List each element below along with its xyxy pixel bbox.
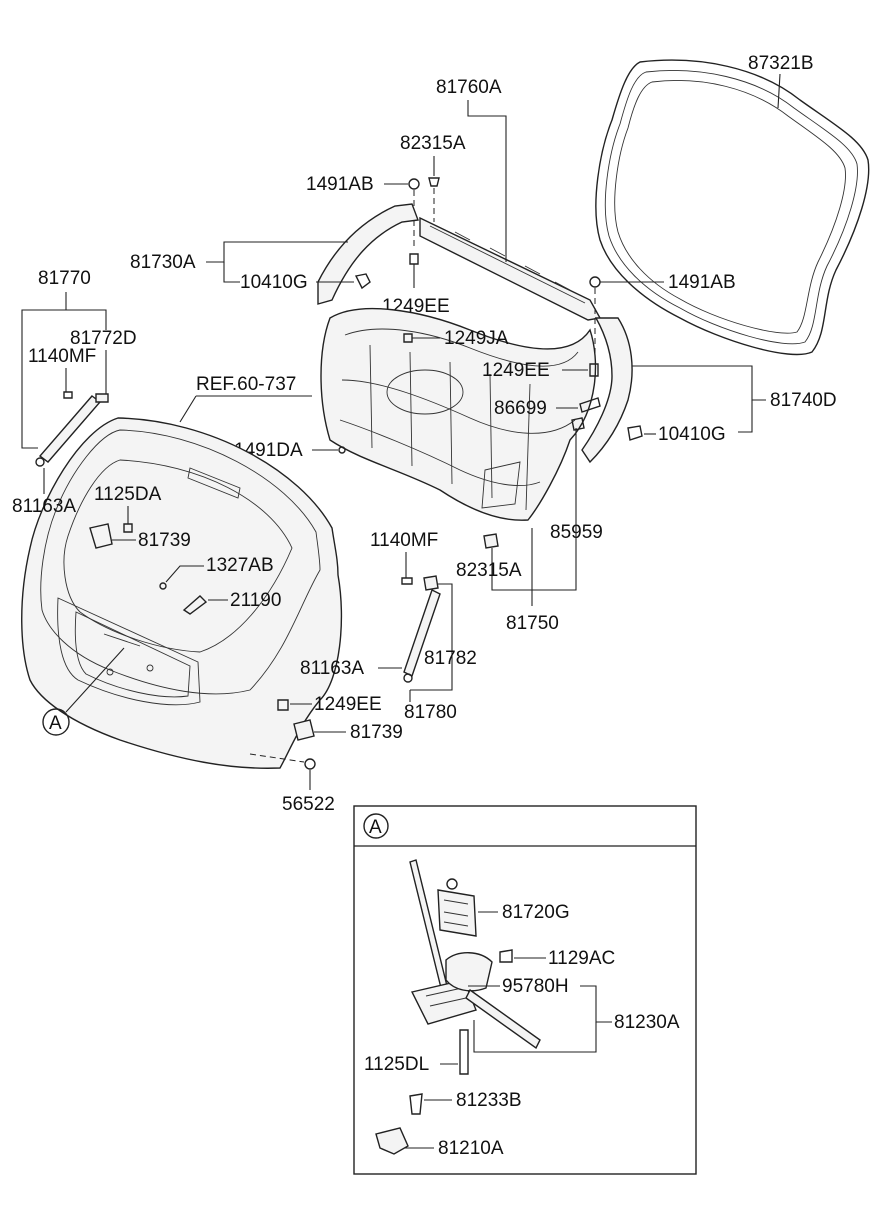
screw-1249EE-top (409, 253, 419, 265)
part-81233B (409, 1093, 423, 1115)
label-87321B: 87321B (748, 53, 814, 74)
label-81770: 81770 (38, 268, 91, 289)
label-1140MF-mid: 1140MF (370, 530, 438, 551)
leader-87321B (777, 73, 781, 109)
screw-1249EE-mid (589, 363, 599, 377)
clip-82315A-top (428, 177, 440, 187)
screw-1125DA (123, 523, 133, 533)
latch-assembly-81230A (409, 859, 541, 1050)
leader-81740D-b (738, 400, 753, 433)
label-1491AB-top: 1491AB (306, 174, 374, 195)
leader-detail-A (65, 647, 125, 713)
bolt-1125DL (459, 1029, 469, 1075)
screw-1129AC (499, 949, 513, 963)
nut-1491AB-right (589, 276, 601, 288)
gas-lift-81780 (403, 575, 441, 683)
label-82315A-bottom: 82315A (456, 560, 522, 581)
label-82315A-top: 82315A (400, 133, 466, 154)
label-56522: 56522 (282, 794, 335, 815)
fastener-1491DA (338, 446, 346, 454)
label-10410G-left: 10410G (240, 272, 308, 293)
label-81780: 81780 (404, 702, 457, 723)
leader-81782 (410, 583, 453, 691)
screw-1249EE-bottom (277, 699, 289, 711)
clip-10410G-left (354, 273, 371, 290)
nut-1491AB-top (408, 178, 420, 190)
label-81739-top: 81739 (138, 530, 191, 551)
label-1249EE-bottom: 1249EE (314, 694, 382, 715)
label-detail-A: A (49, 713, 62, 734)
screw-1249JA (403, 333, 413, 343)
gas-lift-81770 (35, 393, 109, 467)
plug-1327AB (159, 582, 167, 590)
label-81230A: 81230A (614, 1012, 680, 1033)
tailgate-body (21, 417, 343, 769)
label-1249EE-mid: 1249EE (482, 360, 550, 381)
bolt-86699 (579, 397, 601, 413)
label-1140MF-left: 1140MF (28, 346, 96, 367)
label-81772D: 81772D (70, 328, 137, 349)
label-1125DL: 1125DL (364, 1054, 429, 1075)
side-trim-81740D (581, 317, 633, 464)
label-95780H: 95780H (502, 976, 569, 997)
clip-82315A-bottom (483, 533, 499, 549)
leader-81770 (21, 292, 67, 449)
dash-56522 (249, 753, 305, 763)
leader-1327AB (165, 565, 204, 583)
part-85959 (571, 417, 585, 431)
label-81210A: 81210A (438, 1138, 504, 1159)
label-81163A-mid: 81163A (300, 658, 364, 679)
upper-molding-81760A (419, 216, 602, 321)
label-81233B: 81233B (456, 1090, 522, 1111)
leader-REF (179, 395, 197, 423)
leader-81730A (206, 241, 348, 263)
label-81720G: 81720G (502, 902, 570, 923)
label-1249JA: 1249JA (444, 328, 509, 349)
bumper-81739-top (89, 523, 113, 549)
label-81730A: 81730A (130, 252, 196, 273)
bumper-81739-bottom (293, 719, 315, 741)
label-1129AC: 1129AC (548, 948, 615, 969)
leader-85959 (491, 428, 577, 591)
leader-81740D (632, 365, 766, 401)
handle-81720G (437, 878, 477, 937)
inner-trim-panel-81750 (320, 307, 597, 521)
label-81163A-left: 81163A (12, 496, 76, 517)
detail-A-marker (42, 708, 70, 736)
label-81750: 81750 (506, 613, 559, 634)
label-10410G-right: 10410G (658, 424, 726, 445)
bracket-81210A (375, 1127, 409, 1155)
label-81760A: 81760A (436, 77, 502, 98)
bolt-21190 (182, 595, 208, 615)
label-81740D: 81740D (770, 390, 837, 411)
bolt-1140MF-left (63, 391, 73, 399)
side-trim-81730A (317, 203, 419, 305)
clip-10410G-right (627, 425, 643, 441)
weatherstrip-87321B (595, 59, 870, 356)
inset-header-A: A (369, 817, 382, 838)
label-1327AB: 1327AB (206, 555, 274, 576)
label-1125DA: 1125DA (94, 484, 162, 505)
leader-81730A-b (223, 262, 240, 283)
leader-81230A (580, 985, 612, 1023)
part-56522 (304, 758, 316, 770)
leader-81760A (467, 100, 507, 262)
label-81739-bottom: 81739 (350, 722, 403, 743)
label-86699: 86699 (494, 398, 547, 419)
leader-81230A-b (473, 1020, 597, 1053)
leader-81770-b (66, 309, 107, 330)
label-21190: 21190 (230, 590, 281, 611)
label-1491AB-right: 1491AB (668, 272, 736, 293)
bolt-1140MF-mid (401, 577, 413, 585)
label-REF: REF.60-737 (196, 374, 296, 395)
label-81782: 81782 (424, 648, 477, 669)
